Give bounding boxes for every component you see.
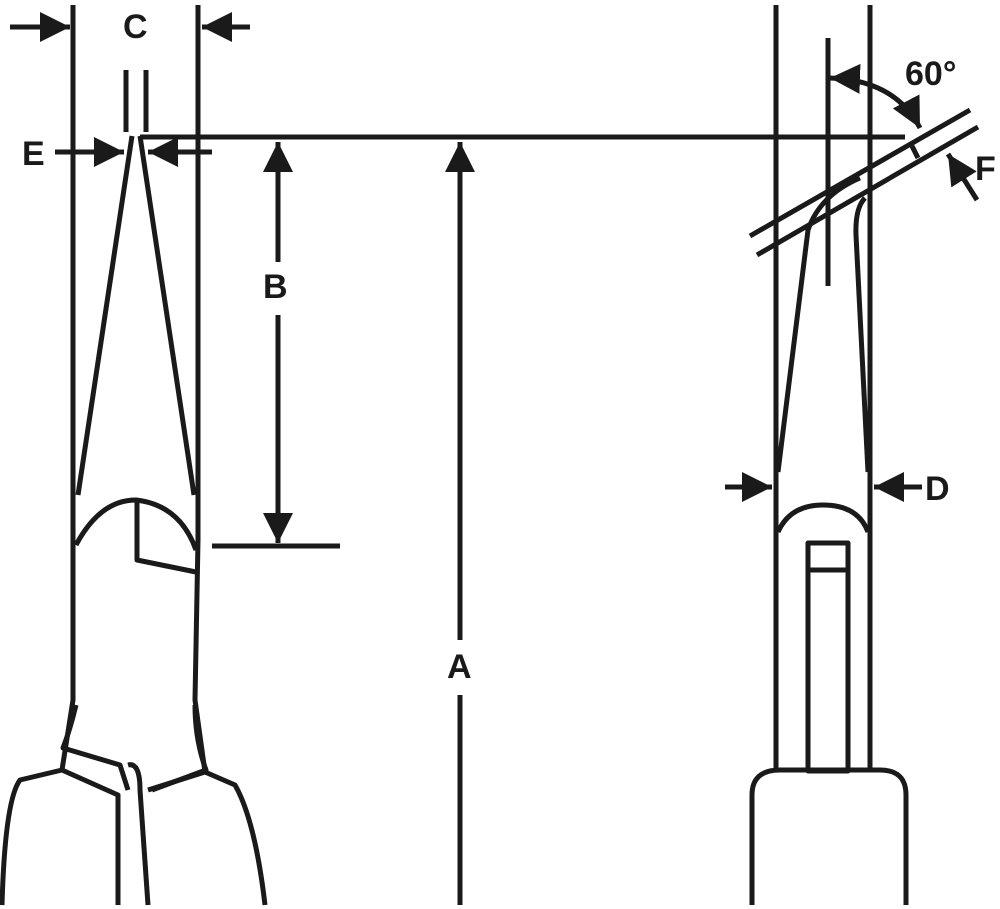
dimension-lines (10, 12, 980, 905)
label-b: B (263, 268, 288, 306)
label-a: A (447, 648, 472, 686)
label-f: F (975, 150, 996, 188)
label-c: C (123, 8, 148, 46)
side-view-pliers (748, 5, 980, 905)
label-angle: 60° (905, 55, 956, 93)
front-view-pliers (0, 5, 268, 906)
label-e: E (22, 135, 45, 173)
label-d: D (925, 470, 950, 508)
